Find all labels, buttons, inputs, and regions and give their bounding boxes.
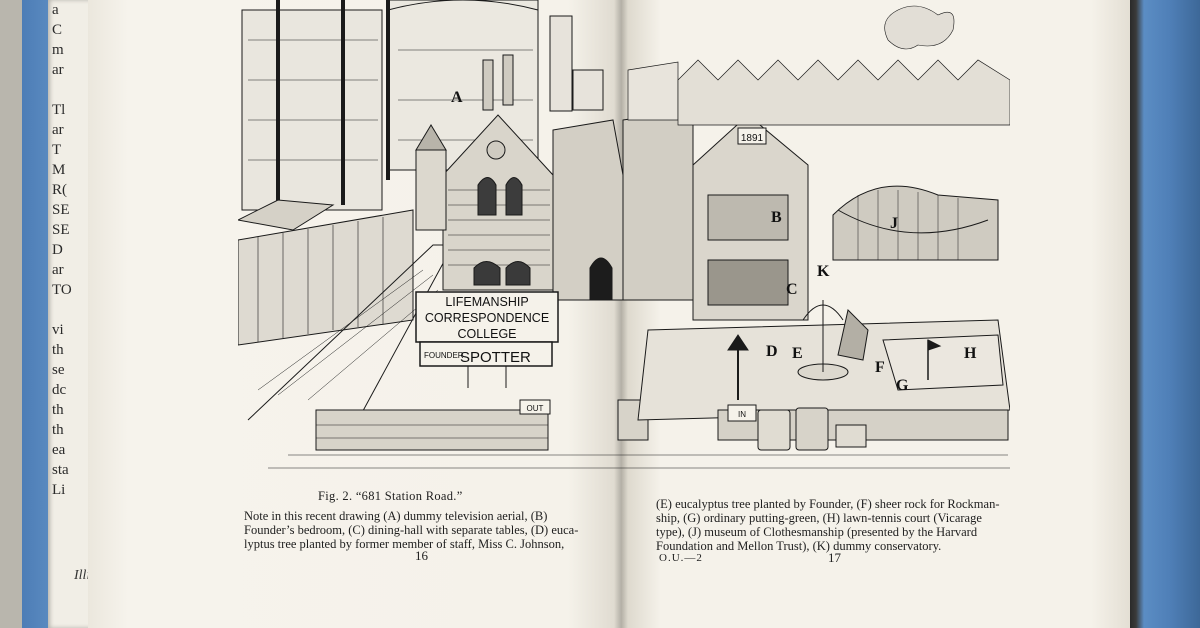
out-label: OUT [527,404,544,413]
right-caption: (E) eucalyptus tree planted by Founder, … [656,497,1002,553]
background-terraces [627,59,1010,126]
college-sign [415,291,559,388]
sign-line-2: CORRESPONDENCE [425,311,549,325]
chimney-smoke [884,5,955,50]
left-caption: Note in this recent drawing (A) dummy te… [244,509,598,551]
left-caption-line-3: lyptus tree planted by former member of … [244,537,565,551]
house-year: 1891 [741,133,764,144]
museum-hut [832,185,999,261]
right-caption-line-1: (E) eucalyptus tree planted by Founder, … [656,497,1000,511]
founder-label: FOUNDER [424,351,464,360]
in-label: IN [738,410,746,419]
underlying-italic-fragment: Illi [74,568,91,583]
front-wall [315,399,649,451]
book-cover-right [1130,0,1200,628]
right-caption-line-2: ship, (G) ordinary putting-green, (H) la… [656,511,982,525]
underlying-page-text: a C m ar Tl ar T M R( SE SE D ar TO vi t… [52,2,72,498]
letter-h: H [964,345,977,362]
right-page-number: 17 [828,550,841,565]
garden [637,300,1010,451]
letter-g: G [896,377,909,394]
letter-a: A [451,89,463,106]
left-caption-line-2: Founder’s bedroom, (C) dining-hall with … [244,523,579,537]
letter-b: B [771,209,782,226]
signature-mark: O.U.—2 [659,552,703,564]
left-caption-line-1: Note in this recent drawing (A) dummy te… [244,509,548,523]
founder-house [622,94,809,321]
letter-e: E [792,345,803,362]
key-letters: A B C D E F G H J K [451,89,977,394]
sign-lettering: LIFEMANSHIP CORRESPONDENCE COLLEGE FOUND… [424,133,764,419]
letter-j: J [890,215,898,232]
founder-name: SPOTTER [460,349,531,366]
college-building [415,54,624,301]
letter-d: D [766,343,778,360]
station-road-illustration: LIFEMANSHIP CORRESPONDENCE COLLEGE FOUND… [238,0,1010,469]
letter-f: F [875,359,885,376]
letter-k: K [817,263,830,280]
right-caption-line-4: Foundation and Mellon Trust), (K) dummy … [656,539,942,553]
sign-line-1: LIFEMANSHIP [445,295,528,309]
fence-and-road [238,199,454,421]
letter-c: C [786,281,798,298]
sign-line-3: COLLEGE [457,327,516,341]
pavement [268,454,1010,469]
figure-title: Fig. 2. “681 Station Road.” [318,489,463,503]
left-page-number: 16 [415,548,428,563]
right-caption-line-3: type), (J) museum of Clothesmanship (pre… [656,525,978,539]
